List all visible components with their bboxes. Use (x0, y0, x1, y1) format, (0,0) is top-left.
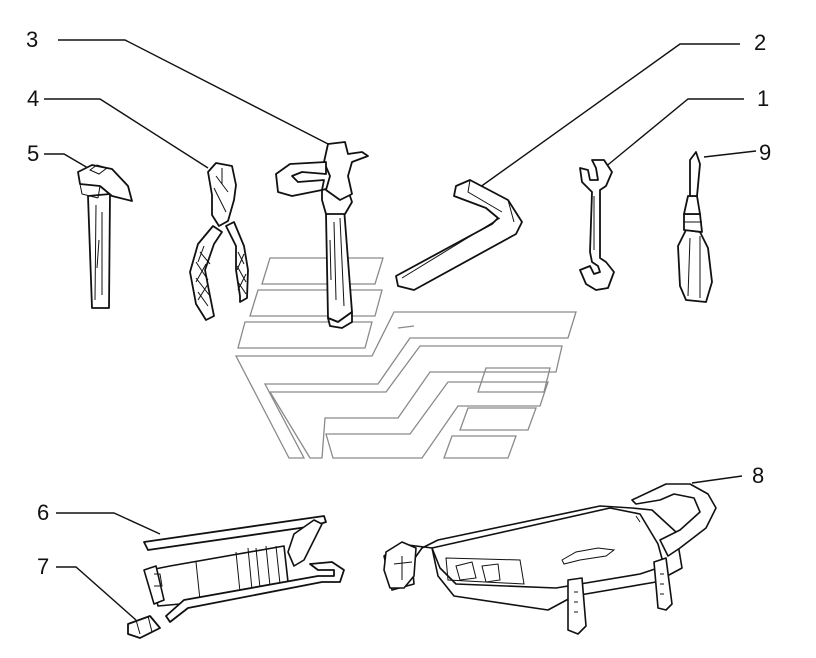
open-end-wrench-icon (579, 159, 615, 291)
callout-2: 2 (754, 30, 766, 55)
callout-5: 5 (27, 141, 39, 166)
pliers-icon (189, 162, 249, 321)
callout-4: 4 (27, 86, 39, 111)
callout-9: 9 (759, 140, 771, 165)
callout-6: 6 (37, 500, 49, 525)
leader-lines (44, 39, 757, 621)
callout-7: 7 (37, 554, 49, 579)
hammer-icon (77, 164, 133, 309)
screwdriver-icon (677, 151, 713, 303)
strap-wrench-icon (275, 141, 369, 329)
hex-key-icon (395, 179, 523, 291)
callout-1: 1 (757, 86, 769, 111)
callout-3: 3 (26, 27, 38, 52)
callout-numbers: 3 2 1 4 5 9 6 7 8 (26, 27, 771, 579)
grease-gun-icon (127, 515, 345, 639)
tool-bag-icon (383, 483, 717, 635)
callout-8: 8 (752, 463, 764, 488)
